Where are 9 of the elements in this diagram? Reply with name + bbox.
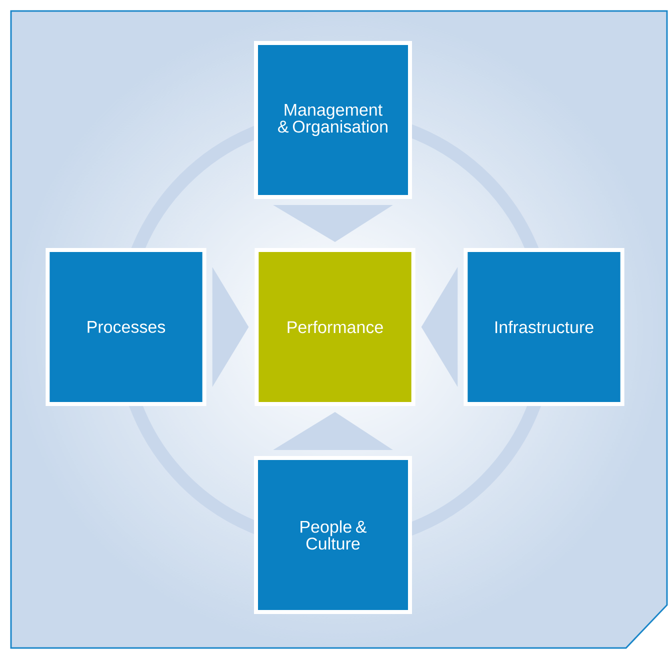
performance-box: Performance [254,248,416,406]
triangle-arrow [421,267,458,387]
triangle-arrow [273,412,393,450]
triangle-arrow [212,267,249,387]
category-box: Infrastructure [464,248,624,406]
category-box: People & Culture [254,456,412,614]
category-box: Processes [46,248,206,406]
category-box: Management & Organisation [254,41,412,199]
triangle-arrow [273,205,393,242]
